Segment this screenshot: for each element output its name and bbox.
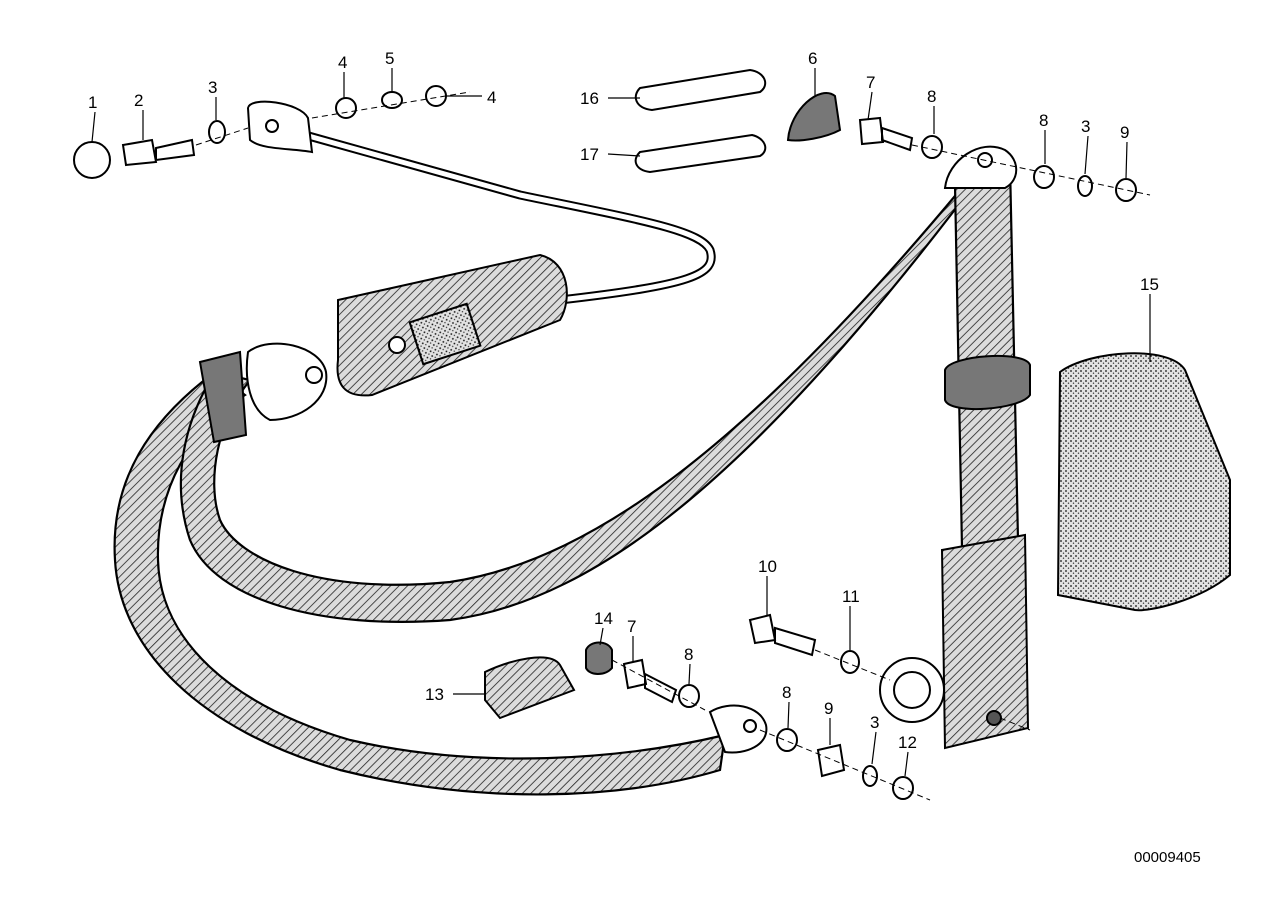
- washer-12: [892, 776, 914, 800]
- anchor-plate-left: [245, 342, 328, 422]
- axis-left-bolt: [195, 127, 249, 146]
- leader-3b: [1084, 135, 1089, 175]
- callout-15: 15: [1140, 275, 1159, 294]
- callout-1: 1: [88, 93, 97, 112]
- bolt-10: [748, 613, 817, 657]
- washer-8-bottom-a: [678, 684, 700, 708]
- axis-retractor-right: [999, 717, 1031, 731]
- callout-8-bottom-b: 8: [782, 683, 791, 702]
- callout-17: 17: [580, 145, 599, 164]
- axis-lower-anchor: [611, 659, 931, 801]
- callout-9-bottom: 9: [824, 699, 833, 718]
- callout-3-top: 3: [208, 78, 217, 97]
- lock-washer-4-left: [335, 97, 357, 119]
- trim-cap-6: [786, 92, 842, 142]
- anchor-plate-lower-hole: [743, 719, 757, 733]
- cover-clip-13: [484, 656, 576, 720]
- leader-17: [607, 153, 641, 157]
- leader-8c: [688, 663, 691, 685]
- callout-9-top: 9: [1120, 123, 1129, 142]
- washer-3-bottom: [862, 765, 878, 787]
- bolt-7-bottom: [622, 658, 678, 704]
- callout-11: 11: [842, 587, 860, 606]
- callout-14: 14: [594, 609, 613, 628]
- leader-9a: [1125, 141, 1128, 179]
- axis-retractor-bolt: [814, 649, 891, 681]
- callout-13: 13: [425, 685, 444, 704]
- callout-12: 12: [898, 733, 917, 752]
- callout-3-bottom: 3: [870, 713, 879, 732]
- cover-plate-16: [634, 68, 767, 112]
- callout-7-top: 7: [866, 73, 875, 92]
- buckle-indicator: [388, 336, 406, 354]
- buckle-release-button: [408, 302, 482, 366]
- callout-5: 5: [385, 49, 394, 68]
- washer-3-right: [1077, 175, 1093, 197]
- nut-14: [585, 641, 613, 675]
- washer-8-bottom-b: [776, 728, 798, 752]
- callout-10: 10: [758, 557, 777, 576]
- callout-16: 16: [580, 89, 599, 108]
- washer-8-top-b: [1033, 165, 1055, 189]
- callout-2: 2: [134, 91, 143, 110]
- callout-4-right: 4: [487, 88, 496, 107]
- washer-9-top: [1115, 178, 1137, 202]
- leader-1: [91, 111, 96, 143]
- cable-eye-hole: [265, 119, 279, 133]
- callout-4-left: 4: [338, 53, 347, 72]
- washer-8-top-a: [921, 135, 943, 159]
- cable-eye-terminal: [246, 100, 314, 154]
- callout-8-top-a: 8: [927, 87, 936, 106]
- spacer-9-bottom: [816, 743, 846, 778]
- upper-anchor-bracket: [943, 145, 1018, 189]
- retractor-bolt-hole: [986, 710, 1002, 726]
- axis-top-anchor: [911, 144, 1151, 196]
- washer-11: [840, 650, 860, 674]
- belt-guide-loop: [198, 350, 248, 444]
- axis-cable-washers: [311, 91, 471, 119]
- callout-7-bottom: 7: [627, 617, 636, 636]
- lap-belt-strap-outer: [113, 370, 727, 796]
- callout-6: 6: [808, 49, 817, 68]
- anchor-plate-lower: [708, 704, 768, 754]
- callout-3-right: 3: [1081, 117, 1090, 136]
- leader-3c: [871, 731, 877, 765]
- shoulder-belt-guide: [944, 355, 1031, 410]
- leader-14: [599, 627, 604, 646]
- leader-8d: [787, 701, 790, 729]
- anchor-plate-hole: [305, 366, 323, 384]
- callout-8-bottom-a: 8: [684, 645, 693, 664]
- leader-7a: [867, 91, 873, 121]
- document-number: 00009405: [1134, 849, 1201, 866]
- retractor-pivot-inner: [893, 671, 931, 709]
- retractor-bracket: [940, 533, 1030, 750]
- cover-plate-17: [634, 133, 767, 174]
- bolt-7-top: [858, 116, 914, 152]
- buckle-cable-core: [304, 132, 714, 303]
- callout-8-top-b: 8: [1039, 111, 1048, 130]
- washer-3-top: [208, 120, 226, 144]
- cap-nut-1: [73, 141, 111, 179]
- leader-12: [904, 751, 909, 777]
- retractor-cover: [1056, 352, 1231, 612]
- bolt-2: [121, 138, 196, 167]
